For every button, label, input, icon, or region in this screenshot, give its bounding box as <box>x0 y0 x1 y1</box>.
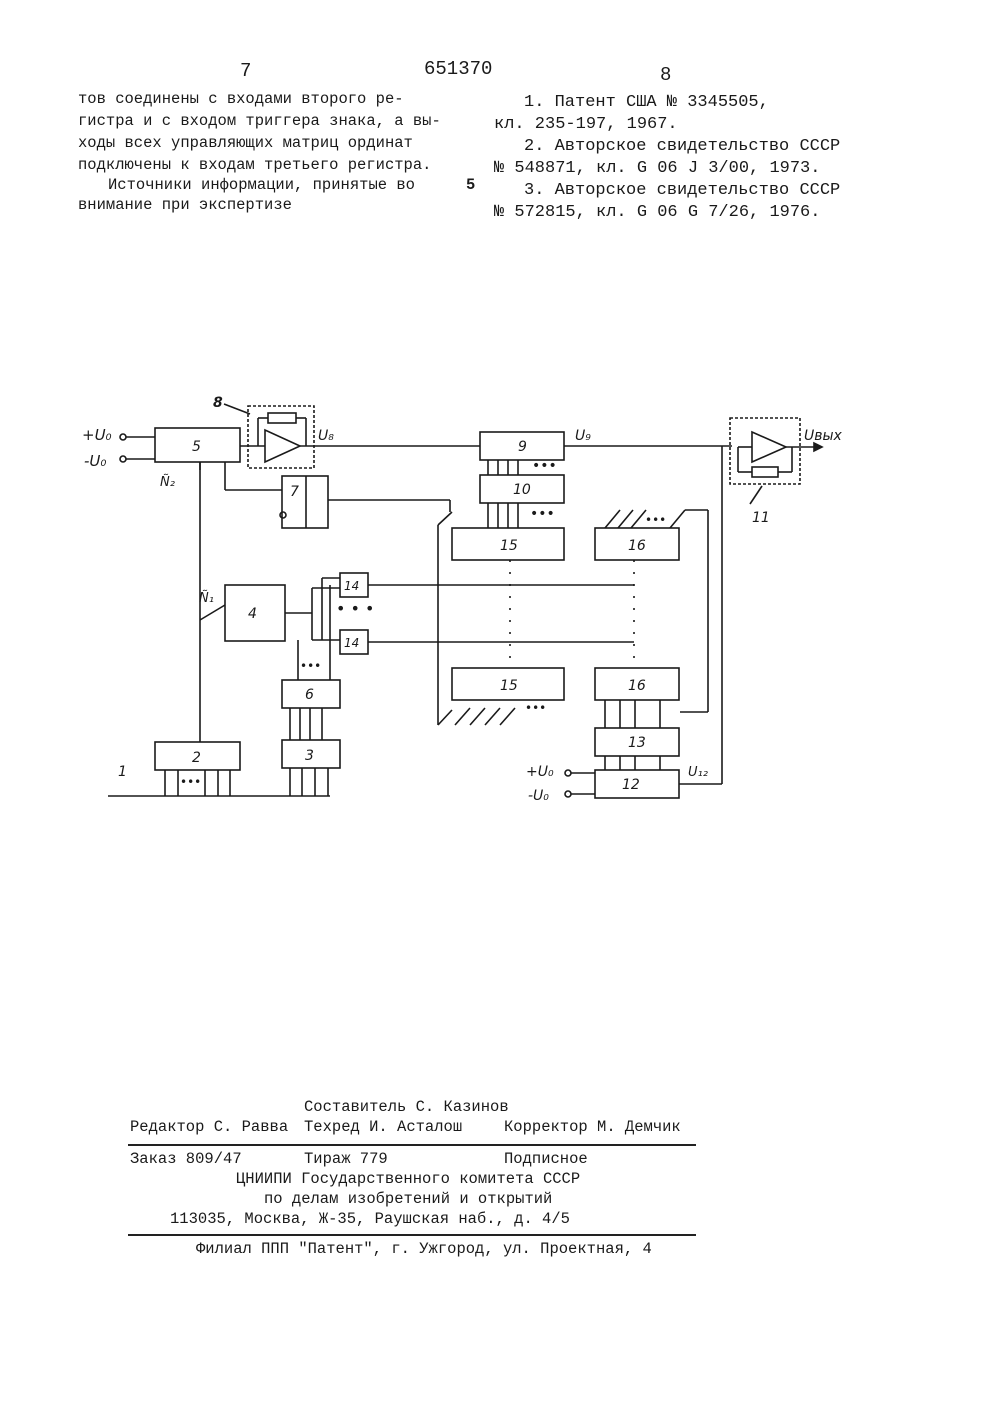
amplifier-11-feedback-resistor <box>752 467 778 477</box>
label-n1: Ñ₁ <box>199 590 214 606</box>
imprint-rule-top <box>128 1144 696 1146</box>
block-12-label: 12 <box>622 777 640 793</box>
block-10-label: 10 <box>513 482 531 498</box>
imprint-editor: Редактор С. Равва <box>130 1120 288 1136</box>
block-4-label: 4 <box>248 606 257 622</box>
imprint-branch: Филиал ППП "Патент", г. Ужгород, ул. Про… <box>196 1242 652 1258</box>
imprint-corrector: Корректор М. Демчик <box>504 1120 681 1136</box>
imprint-circulation: Тираж 779 <box>304 1152 388 1168</box>
svg-text:•••: ••• <box>525 701 546 715</box>
imprint-techred: Техред И. Асталош <box>304 1120 462 1136</box>
imprint-rule-bottom <box>128 1234 696 1236</box>
amplifier-8-triangle <box>265 430 300 462</box>
amplifier-8-feedback-resistor <box>268 413 296 423</box>
block-2-label: 2 <box>192 750 201 766</box>
amplifier-11-frame <box>730 418 800 484</box>
imprint-compiler: Составитель С. Казинов <box>304 1100 509 1116</box>
block-5-label: 5 <box>192 439 201 455</box>
label-minus-u0-bottom: -U₀ <box>528 788 549 804</box>
label-n2: Ñ₂ <box>160 474 175 490</box>
imprint-address: 113035, Москва, Ж-35, Раушская наб., д. … <box>170 1212 570 1228</box>
label-plus-u0-top: +U₀ <box>82 426 112 444</box>
svg-text:•••: ••• <box>645 513 666 527</box>
svg-text:•••: ••• <box>532 458 557 474</box>
label-plus-u0-bottom: +U₀ <box>526 764 554 780</box>
block-13-label: 13 <box>628 735 646 751</box>
svg-text:•••: ••• <box>300 659 321 673</box>
svg-text:•••: ••• <box>530 506 555 522</box>
terminal-minus-top <box>120 456 126 462</box>
imprint-order: Заказ 809/47 <box>130 1152 242 1168</box>
label-u9: U₉ <box>575 428 591 444</box>
callout-11: 11 <box>752 510 770 526</box>
svg-text:• • •: • • • <box>336 599 374 618</box>
block-16-bottom-label: 16 <box>628 678 646 694</box>
block-6-label: 6 <box>305 687 314 703</box>
block-16-top-label: 16 <box>628 538 646 554</box>
imprint-subscription: Подписное <box>504 1152 588 1168</box>
label-u-out: Uвых <box>804 428 843 444</box>
block-7 <box>282 476 328 528</box>
terminal-plus-top <box>120 434 126 440</box>
amplifier-11-triangle <box>752 432 786 462</box>
block-14-top-label: 14 <box>344 579 359 593</box>
label-minus-u0-top: -U₀ <box>84 452 106 470</box>
svg-text:•••: ••• <box>180 775 201 789</box>
callout-8: 8 <box>213 395 223 411</box>
block-3-label: 3 <box>305 748 314 764</box>
imprint-organization-2: по делам изобретений и открытий <box>264 1192 552 1208</box>
imprint-organization-1: ЦНИИПИ Государственного комитета СССР <box>236 1172 580 1188</box>
callout-1: 1 <box>118 764 127 780</box>
label-u8: U₈ <box>318 428 334 444</box>
block-9-label: 9 <box>518 439 527 455</box>
block-15-top-label: 15 <box>500 538 518 554</box>
label-u12: U₁₂ <box>688 765 708 780</box>
block-14-bottom-label: 14 <box>344 636 359 650</box>
block-15-bottom-label: 15 <box>500 678 518 694</box>
block-7-label: 7 <box>290 484 299 500</box>
